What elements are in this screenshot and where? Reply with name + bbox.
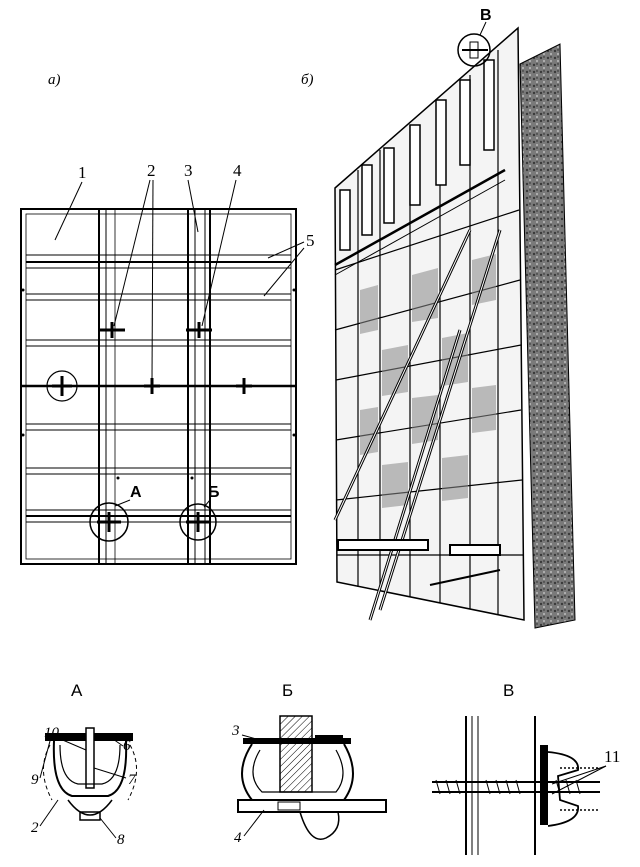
detail-b-callout-3: 3	[231, 723, 240, 739]
callout-4: 4	[233, 161, 242, 180]
formwork-plan	[20, 208, 297, 565]
node-v-circle	[457, 33, 491, 67]
callout-1: 1	[78, 163, 87, 182]
detail-a-callout-9: 9	[31, 772, 39, 788]
detail-a-callout-6: 6	[123, 738, 131, 754]
detail-b-title: Б	[282, 681, 293, 700]
detail-b-callout-4: 4	[234, 830, 242, 846]
callout-2: 2	[147, 161, 156, 180]
clamp-marks	[52, 322, 252, 532]
detail-a-callout-10: 10	[44, 725, 60, 741]
detail-b-callouts: 3 4	[231, 723, 265, 846]
node-b-mark: Б	[208, 484, 220, 501]
detail-a-callout-7: 7	[128, 772, 137, 788]
node-v-mark: В	[480, 7, 492, 24]
node-a-circle	[89, 502, 129, 542]
detail-a-callout-2: 2	[31, 820, 39, 836]
panel-a-label: а)	[48, 72, 61, 88]
plan-callouts: 1 2 3 4 5 А Б	[54, 161, 315, 508]
node-b-circle	[179, 503, 217, 541]
detail-a-callout-8: 8	[117, 832, 125, 848]
detail-b-drawing	[237, 715, 387, 840]
panel-b-label: б)	[301, 72, 314, 88]
detail-a-drawing	[43, 727, 137, 821]
node-a-mark: А	[130, 484, 142, 501]
detail-a-callouts: 10 6 9 7 2 8	[31, 725, 137, 848]
detail-a-title: А	[71, 681, 83, 700]
detail-v-callout-11: 11	[604, 747, 620, 766]
callout-5: 5	[306, 231, 315, 250]
callout-3: 3	[184, 161, 193, 180]
formwork-perspective: В	[333, 7, 576, 629]
detail-v-drawing	[432, 716, 600, 855]
node-circle	[46, 370, 78, 402]
detail-v-title: В	[503, 681, 514, 700]
detail-v-callouts: 11	[551, 747, 620, 795]
